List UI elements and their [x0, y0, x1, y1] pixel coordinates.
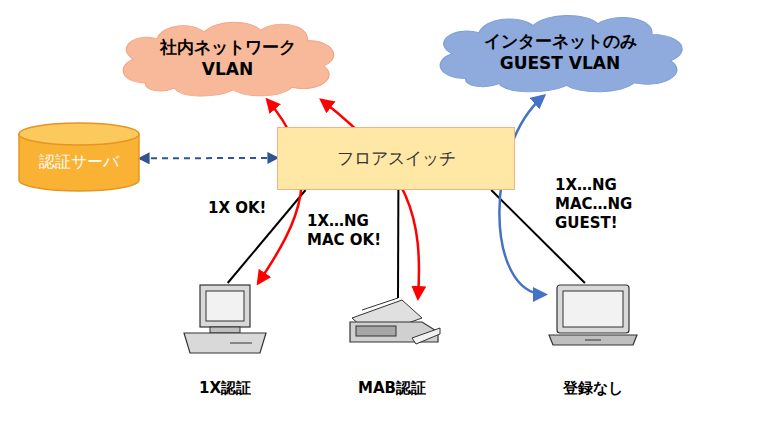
node-text: 認証サーバ [18, 152, 140, 173]
vlan-flow [499, 96, 545, 295]
vlan-cloud: 社内ネットワーク VLAN [110, 15, 345, 100]
node-text: 登録なし [525, 379, 660, 398]
node-text: MAB認証 [322, 379, 462, 398]
result-label: 1X…NG MAC…NG GUEST! [555, 176, 641, 233]
device-node: MAB認証 [342, 298, 442, 398]
cable-line [397, 190, 399, 298]
device-node: 1X認証 [180, 283, 270, 398]
device-node: 登録なし [545, 283, 640, 398]
node-text: 社内ネットワーク VLAN [110, 36, 345, 80]
vlan-cloud: インターネットのみ GUEST VLAN [425, 8, 695, 96]
node-text: フロアスイッチ [337, 147, 456, 170]
result-label: 1X…NG MAC OK! [307, 212, 385, 250]
node-text: 1X認証 [160, 379, 290, 398]
cloud-shape [110, 15, 345, 100]
switch-box: フロアスイッチ [277, 127, 515, 190]
node-text: インターネットのみ GUEST VLAN [425, 30, 695, 74]
cloud-shape [425, 8, 695, 96]
auth-link [140, 157, 277, 160]
server-node: 認証サーバ [18, 122, 140, 192]
result-label: 1X OK! [208, 199, 278, 218]
